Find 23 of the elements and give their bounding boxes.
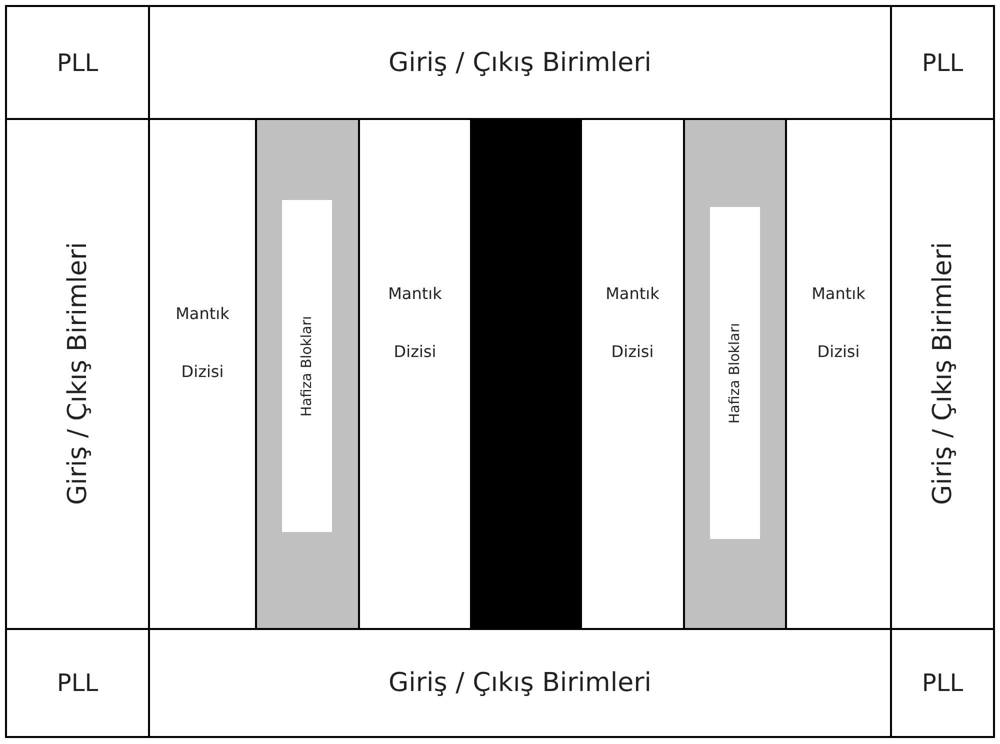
io-units-label: Giriş / Çıkış Birimleri <box>388 48 652 78</box>
memory-column <box>255 118 360 630</box>
logic-array-label: Mantık Dizisi <box>604 283 660 363</box>
pll-label: PLL <box>56 48 98 76</box>
memory-block-label: Hafiza Blokları <box>299 316 315 416</box>
memory-block <box>710 207 760 539</box>
logic-array-label: Mantık Dizisi <box>810 283 866 363</box>
solid-column <box>470 118 582 630</box>
io-units-label: Giriş / Çıkış Birimleri <box>928 242 958 506</box>
pll-block <box>890 5 995 120</box>
pll-label: PLL <box>922 48 964 76</box>
io-units-label: Giriş / Çıkış Birimleri <box>62 242 92 506</box>
pll-block <box>5 5 150 120</box>
pll-label: PLL <box>56 669 98 697</box>
io-units-label: Giriş / Çıkış Birimleri <box>388 668 652 698</box>
logic-array-label: Mantık Dizisi <box>387 283 443 363</box>
memory-block <box>282 200 332 532</box>
pll-block <box>890 628 995 738</box>
pll-label: PLL <box>922 669 964 697</box>
memory-column <box>683 118 787 630</box>
logic-array-label: Mantık Dizisi <box>174 303 230 383</box>
memory-block-label: Hafiza Blokları <box>727 322 743 424</box>
pll-block <box>5 628 150 738</box>
